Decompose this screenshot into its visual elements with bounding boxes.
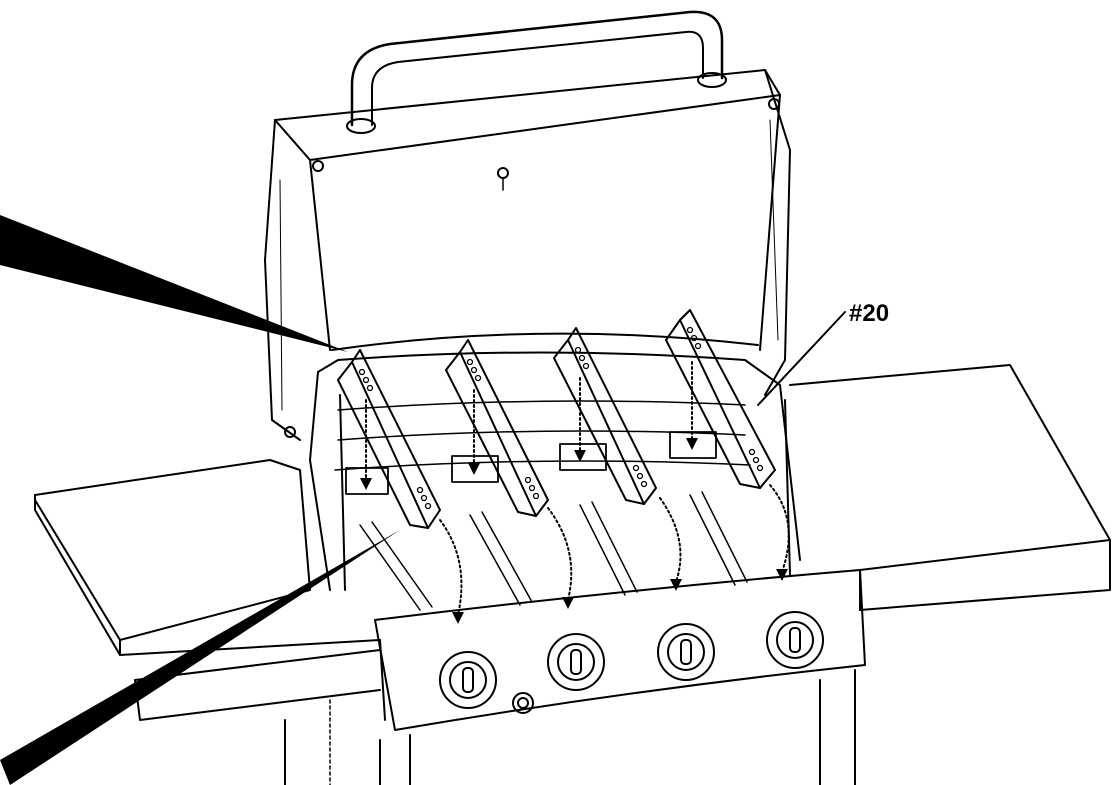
flame-tamer-4 — [679, 309, 776, 489]
flame-tamers — [337, 309, 776, 529]
control-panel — [374, 569, 866, 731]
downward-dotted-arrow-icon — [365, 361, 790, 616]
control-knob-icon — [439, 611, 824, 709]
flame-tamer-2 — [459, 339, 549, 517]
lid-bolt-icon — [497, 167, 509, 191]
igniter-button-icon — [512, 692, 534, 714]
burner-tubes — [359, 491, 748, 611]
lid-handle — [346, 10, 727, 134]
flame-tamer-3 — [567, 327, 657, 505]
tamer-brackets — [345, 431, 717, 495]
right-side-shelf — [789, 364, 1111, 611]
callout-leader-lines — [0, 215, 846, 785]
lid-outline — [264, 69, 791, 441]
part-number-label: #20 — [849, 300, 890, 327]
arrow-heads — [360, 438, 788, 624]
cart-frame — [284, 669, 856, 785]
flame-tamer-1 — [351, 349, 441, 529]
left-side-shelf — [34, 459, 381, 721]
